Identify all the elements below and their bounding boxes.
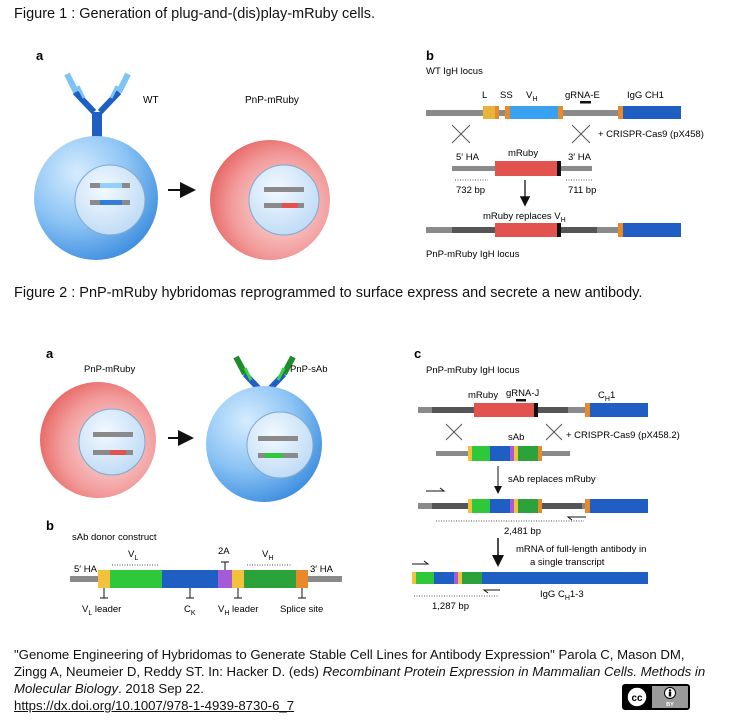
vl-label: VL xyxy=(128,549,138,562)
2a-label: 2A xyxy=(218,546,230,557)
fig2-panel-b-letter: b xyxy=(46,518,54,533)
grna-e-label: gRNA-E xyxy=(565,90,600,101)
figure2-title: Figure 2 : PnP-mRuby hybridomas reprogra… xyxy=(14,285,643,301)
cc-by-license-icon: cc BY xyxy=(622,684,690,710)
primer-fwd-icon xyxy=(426,487,446,492)
mrna-line-2: a single transcript xyxy=(530,557,605,568)
grna-j-mark xyxy=(516,399,526,402)
fig2-panel-c-letter: c xyxy=(414,346,421,361)
grna-j-label: gRNA-J xyxy=(506,388,540,399)
wt-locus-title: WT IgH locus xyxy=(426,66,483,77)
crispr-px458-2-label: + CRISPR-Cas9 (pX458.2) xyxy=(566,430,680,441)
vh-leader-label: VH leader xyxy=(218,604,258,617)
sab-ha3-label: 3′ HA xyxy=(310,564,334,575)
fig2-locus-title: PnP-mRuby IgH locus xyxy=(426,365,520,376)
sab-donor-construct-bar xyxy=(70,570,342,588)
ck-label: CK xyxy=(184,604,196,617)
ha5-label: 5′ HA xyxy=(456,152,480,163)
citation: "Genome Engineering of Hybridomas to Gen… xyxy=(14,646,714,714)
mrna-bar xyxy=(412,572,648,584)
primer-rev-2-icon xyxy=(482,589,500,594)
ha3-label: 3′ HA xyxy=(568,152,592,163)
fig2-panel-a: a PnP-mRuby PnP-sAb xyxy=(40,346,328,502)
primer-rev-icon xyxy=(566,516,586,521)
fig2-pnp-mruby-nucleus xyxy=(78,408,146,476)
figure1-title: Figure 1 : Generation of plug-and-(dis)p… xyxy=(14,6,376,22)
fig2-panel-a-letter: a xyxy=(46,346,54,361)
fig2-recombination-crosses xyxy=(445,423,563,441)
fig1-panel-b-letter: b xyxy=(426,48,434,63)
sab-ha5-label: 5′ HA xyxy=(74,564,98,575)
splice-site-label: Splice site xyxy=(280,604,323,615)
segment-VH-label: VH xyxy=(526,90,537,103)
fig1-panel-a: a WT PnP-mRuby xyxy=(34,48,330,260)
fig2-panel-b: b sAb donor construct 5′ HA 3′ HA VL 2A … xyxy=(46,518,342,617)
fig2-sab-label: sAb xyxy=(508,432,524,443)
bp-732-label: 732 bp xyxy=(456,185,485,196)
construct-tick-marks xyxy=(100,561,306,599)
crispr-px458-label: + CRISPR-Cas9 (pX458) xyxy=(598,129,704,140)
bp-2481-label: 2,481 bp xyxy=(504,526,541,537)
vh-label: VH xyxy=(262,549,273,562)
igg-ch1-3-label: IgG CH1-3 xyxy=(540,589,584,602)
fig2-sab-locus-bar xyxy=(418,499,648,513)
pnp-sab-label: PnP-sAb xyxy=(290,364,328,375)
fig2-pnp-locus-bar xyxy=(418,403,648,417)
pnp-sab-nucleus xyxy=(246,411,314,479)
citation-book-title: Recombinant Protein Expression in Mammal… xyxy=(14,664,706,696)
donor-construct-bar xyxy=(452,161,592,176)
wt-label: WT xyxy=(143,95,159,106)
antibody-wt-icon xyxy=(64,72,131,138)
fig1-panel-b: b WT IgH locus L SS VH gRNA-E IgG CH1 + … xyxy=(426,48,704,260)
bp-711-label: 711 bp xyxy=(568,185,596,196)
pnp-mruby-locus-bar xyxy=(426,223,681,237)
primer-fwd-2-icon xyxy=(412,560,430,565)
pnp-mruby-locus-title: PnP-mRuby IgH locus xyxy=(426,249,520,260)
sab-donor-construct-title: sAb donor construct xyxy=(72,532,157,543)
citation-text: "Genome Engineering of Hybridomas to Gen… xyxy=(14,647,685,679)
mrna-line-1: mRNA of full-length antibody in xyxy=(516,544,646,555)
wt-locus-bar xyxy=(426,106,681,119)
pnp-mruby-nucleus xyxy=(248,164,320,236)
cc-text: cc xyxy=(631,693,643,704)
mruby-label: mRuby xyxy=(508,148,538,159)
segment-L-label: L xyxy=(482,90,487,101)
fig2-sab-donor-bar xyxy=(436,446,570,461)
fig2-panel-c: c PnP-mRuby IgH locus mRuby gRNA-J CH1 s… xyxy=(412,346,680,612)
igg-ch1-label: IgG CH1 xyxy=(627,90,664,101)
segment-SS-label: SS xyxy=(500,90,513,101)
fig2-mruby-label: mRuby xyxy=(468,390,498,401)
by-text: BY xyxy=(666,702,674,708)
bp-1287-label: 1,287 bp xyxy=(432,601,469,612)
pnp-mruby-label: PnP-mRuby xyxy=(245,95,299,106)
citation-date: . 2018 Sep 22. xyxy=(118,681,204,696)
recombination-crosses xyxy=(451,124,591,144)
grna-e-mark xyxy=(580,101,591,104)
fig2-ch1-label: CH1 xyxy=(598,390,615,403)
fig2-pnp-mruby-label: PnP-mRuby xyxy=(84,364,135,375)
vl-leader-label: VL leader xyxy=(82,604,121,617)
sab-replaces-mruby-label: sAb replaces mRuby xyxy=(508,474,596,485)
doi-link[interactable]: https://dx.doi.org/10.1007/978-1-4939-87… xyxy=(14,698,295,713)
mruby-replaces-vh-label: mRuby replaces VH xyxy=(483,211,566,224)
fig1-panel-a-letter: a xyxy=(36,48,44,63)
